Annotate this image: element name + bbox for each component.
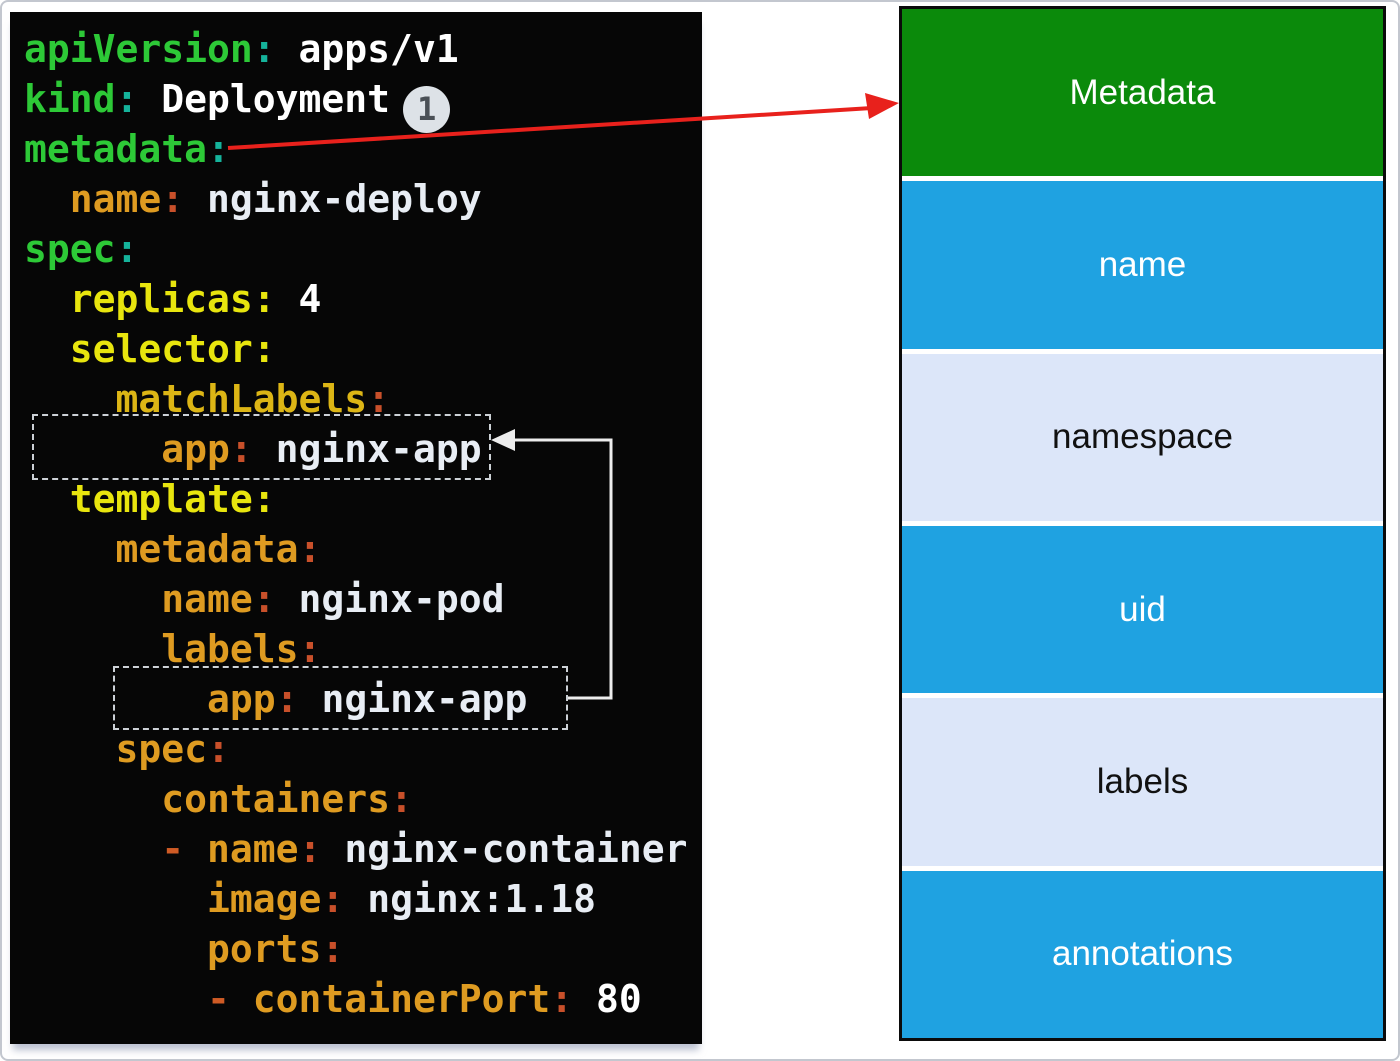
code-segment: spec	[24, 727, 208, 771]
code-segment: :	[229, 427, 253, 471]
code-segment: app	[24, 427, 230, 471]
code-segment: name	[184, 827, 299, 871]
code-segment: selector	[24, 327, 253, 371]
code-line: name: nginx-pod	[24, 574, 702, 624]
code-segment: 4	[275, 277, 322, 321]
code-line: app: nginx-app	[24, 674, 702, 724]
field-box-name: name	[902, 181, 1383, 349]
code-segment: nginx-container	[321, 827, 688, 871]
code-line: labels:	[24, 624, 702, 674]
field-box-annotations: annotations	[902, 870, 1383, 1038]
code-line: spec:	[24, 224, 702, 274]
code-segment: :	[252, 577, 276, 621]
code-segment: :	[252, 277, 276, 321]
code-line: app: nginx-app	[24, 424, 702, 474]
code-segment: :	[115, 227, 139, 271]
code-segment: matchLabels	[24, 377, 368, 421]
code-segment: apiVersion	[24, 27, 253, 71]
code-segment: apps/v1	[275, 27, 459, 71]
code-segment: :	[321, 927, 345, 971]
step-badge: 1	[403, 85, 451, 133]
code-segment: spec	[24, 227, 116, 271]
code-segment: 80	[573, 977, 642, 1021]
code-segment: :	[298, 827, 322, 871]
code-line: replicas: 4	[24, 274, 702, 324]
code-segment: labels	[24, 627, 299, 671]
code-segment: Deployment	[138, 77, 391, 121]
field-box-metadata: Metadata	[902, 9, 1383, 177]
code-segment: :	[298, 627, 322, 671]
code-line: metadata:	[24, 124, 702, 174]
code-segment: containerPort	[229, 977, 551, 1021]
code-line: containers:	[24, 774, 702, 824]
code-line: ports:	[24, 924, 702, 974]
code-segment: metadata	[24, 527, 299, 571]
code-line: metadata:	[24, 524, 702, 574]
code-segment: replicas	[24, 277, 253, 321]
code-segment: nginx-pod	[275, 577, 505, 621]
code-segment: nginx:1.18	[344, 877, 596, 921]
field-box-labels: labels	[902, 698, 1383, 866]
code-segment: template	[24, 477, 253, 521]
code-segment: :	[161, 177, 185, 221]
pod-labels-highlight-box	[113, 666, 568, 730]
code-segment: :	[252, 327, 276, 371]
code-segment: nginx-app	[252, 427, 482, 471]
field-box-uid: uid	[902, 525, 1383, 694]
code-segment: nginx-deploy	[184, 177, 482, 221]
code-segment: name	[24, 577, 253, 621]
code-segment: :	[115, 77, 139, 121]
code-line: image: nginx:1.18	[24, 874, 702, 924]
code-segment: :	[367, 377, 391, 421]
code-segment	[24, 827, 161, 871]
code-line: - containerPort: 80	[24, 974, 702, 1024]
code-segment: :	[207, 127, 230, 171]
code-segment: :	[298, 527, 322, 571]
code-segment: :	[207, 727, 230, 771]
code-segment: nginx-app	[298, 677, 528, 721]
code-line: selector:	[24, 324, 702, 374]
code-segment: ports	[24, 927, 322, 971]
code-line: spec:	[24, 724, 702, 774]
code-segment: :	[275, 677, 299, 721]
code-segment: metadata	[24, 127, 208, 171]
code-segment: -	[161, 827, 185, 871]
code-segment: :	[321, 877, 345, 921]
code-segment: :	[252, 477, 276, 521]
field-box-namespace: namespace	[902, 353, 1383, 521]
code-segment: image	[24, 877, 322, 921]
code-segment: containers	[24, 777, 391, 821]
code-line: template:	[24, 474, 702, 524]
right-arrowhead-icon	[865, 93, 899, 119]
code-line: kind: Deployment 1	[24, 74, 702, 133]
code-segment: :	[252, 27, 276, 71]
code-segment: :	[390, 777, 413, 821]
code-segment	[24, 977, 207, 1021]
code-line: apiVersion: apps/v1	[24, 24, 702, 74]
matchlabels-highlight-box	[32, 414, 491, 480]
code-line: matchLabels:	[24, 374, 702, 424]
code-segment: -	[207, 977, 230, 1021]
code-line: name: nginx-deploy	[24, 174, 702, 224]
code-segment: :	[550, 977, 574, 1021]
code-line: - name: nginx-container	[24, 824, 702, 874]
code-segment: kind	[24, 77, 116, 121]
code-segment: app	[24, 677, 276, 721]
code-segment: name	[24, 177, 162, 221]
